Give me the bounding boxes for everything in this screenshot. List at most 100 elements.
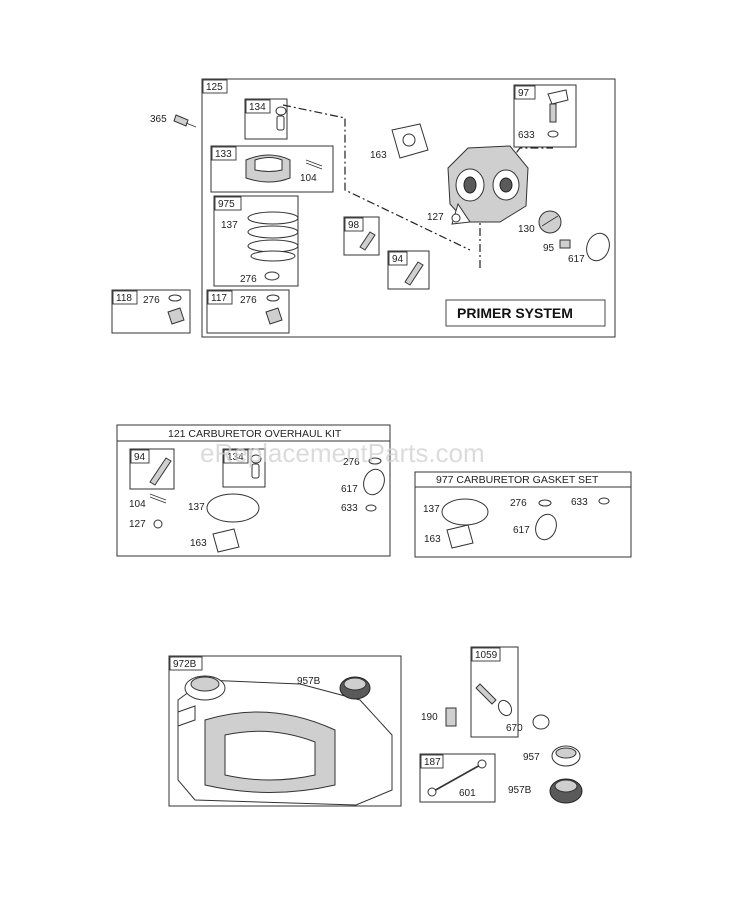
tag-134-box xyxy=(245,99,271,114)
label-104[interactable]: 104 xyxy=(300,173,317,184)
set-carb-gasket-part xyxy=(446,524,474,549)
set-label-633[interactable]: 633 xyxy=(571,497,588,508)
set-label-163[interactable]: 163 xyxy=(424,534,441,545)
label-133[interactable]: 133 xyxy=(215,149,232,160)
kit-box-134 xyxy=(222,448,266,488)
label-187[interactable]: 187 xyxy=(424,757,441,768)
tag-133-box xyxy=(211,146,237,161)
float-pin-part xyxy=(305,159,323,170)
label-94[interactable]: 94 xyxy=(392,254,404,265)
kit-bulb-part xyxy=(250,454,262,479)
tag-94-box xyxy=(388,251,408,266)
screw-98-part xyxy=(359,231,376,251)
kit-washer-part xyxy=(365,504,377,512)
bowl-130-part xyxy=(538,210,562,234)
label-601[interactable]: 601 xyxy=(459,788,476,799)
label-957b-a[interactable]: 957B xyxy=(297,676,321,687)
kit-label-633[interactable]: 633 xyxy=(341,503,358,514)
kit-pin-part xyxy=(149,493,167,504)
tag-117-box xyxy=(207,290,233,305)
label-972b[interactable]: 972B xyxy=(173,659,197,670)
kit-label-127[interactable]: 127 xyxy=(129,519,146,530)
kit-plug-part xyxy=(153,519,163,529)
kit-label-276[interactable]: 276 xyxy=(343,457,360,468)
set-label-617[interactable]: 617 xyxy=(513,525,530,536)
label-617[interactable]: 617 xyxy=(568,254,585,265)
tag-98-box xyxy=(344,217,364,232)
carburetor-body-part xyxy=(447,145,529,225)
label-957b-b[interactable]: 957B xyxy=(508,785,532,796)
fuel-line-187-part xyxy=(427,759,487,797)
kit-label-104[interactable]: 104 xyxy=(129,499,146,510)
label-97[interactable]: 97 xyxy=(518,88,530,99)
tag-125-box xyxy=(202,79,228,94)
kit-oring-part xyxy=(363,468,385,496)
float-part xyxy=(245,154,291,183)
label-670[interactable]: 670 xyxy=(506,723,523,734)
tag-1059 xyxy=(471,647,501,662)
kit-screw-94-part xyxy=(149,457,172,486)
plug-127-part xyxy=(451,213,461,223)
box-187 xyxy=(419,753,496,803)
screw-365-part xyxy=(173,114,197,128)
gasket-set-section: 977 CARBURETOR GASKET SET 137 276 633 16… xyxy=(414,471,632,558)
box-975 xyxy=(213,195,299,287)
tag-187 xyxy=(420,754,444,769)
primer-system-title: PRIMER SYSTEM xyxy=(457,305,573,321)
valve-1059-part xyxy=(475,683,513,717)
box-133 xyxy=(210,145,334,193)
primer-system-section: 125 134 133 104 975 137 xyxy=(111,78,616,338)
overhaul-kit-title: 121 CARBURETOR OVERHAUL KIT xyxy=(168,428,342,440)
primer-bulb-part xyxy=(275,106,287,131)
label-633[interactable]: 633 xyxy=(518,130,535,141)
label-137[interactable]: 137 xyxy=(221,220,238,231)
label-118[interactable]: 118 xyxy=(116,293,132,304)
kit-label-617[interactable]: 617 xyxy=(341,484,358,495)
label-127[interactable]: 127 xyxy=(427,212,444,223)
label-957[interactable]: 957 xyxy=(523,752,540,763)
kit-seal-part xyxy=(368,457,382,465)
carb-gasket-part xyxy=(391,123,429,159)
label-1059[interactable]: 1059 xyxy=(475,650,498,661)
label-276-kit[interactable]: 276 xyxy=(240,274,257,285)
label-276-118[interactable]: 276 xyxy=(143,295,160,306)
set-label-137[interactable]: 137 xyxy=(423,504,440,515)
gasket-rings-part xyxy=(247,211,299,262)
nut-95-part xyxy=(559,239,571,249)
label-365[interactable]: 365 xyxy=(150,114,167,125)
kit-label-134[interactable]: 134 xyxy=(227,452,244,463)
set-seal-part xyxy=(538,499,552,507)
label-98[interactable]: 98 xyxy=(348,220,360,231)
label-130[interactable]: 130 xyxy=(518,224,535,235)
label-134[interactable]: 134 xyxy=(249,102,266,113)
box-98 xyxy=(343,216,380,256)
gasket-set-title: 977 CARBURETOR GASKET SET xyxy=(436,474,599,486)
label-190[interactable]: 190 xyxy=(421,712,438,723)
fuel-tank-part xyxy=(177,675,393,806)
kit-label-94[interactable]: 94 xyxy=(134,452,146,463)
set-label-276[interactable]: 276 xyxy=(510,498,527,509)
label-95[interactable]: 95 xyxy=(543,243,555,254)
oring-617-part xyxy=(586,232,610,262)
box-97 xyxy=(513,84,577,148)
primer-system-frame xyxy=(201,78,616,338)
kit-label-137[interactable]: 137 xyxy=(188,502,205,513)
kit-box-94 xyxy=(129,448,175,490)
label-117[interactable]: 117 xyxy=(211,293,227,304)
kit-label-163[interactable]: 163 xyxy=(190,538,207,549)
label-975[interactable]: 975 xyxy=(218,199,235,210)
fitting-97-part xyxy=(547,89,569,138)
kit-carb-gasket-part xyxy=(212,528,240,553)
gasket-set-frame xyxy=(414,471,632,558)
set-oring-part xyxy=(535,513,557,541)
label-163[interactable]: 163 xyxy=(370,150,387,161)
screw-94-part xyxy=(404,261,424,286)
kit-gasket-ring-part xyxy=(206,493,260,523)
fuel-cap-957b-b-part xyxy=(549,778,583,804)
label-276-117[interactable]: 276 xyxy=(240,295,257,306)
label-125[interactable]: 125 xyxy=(206,82,223,93)
box-134 xyxy=(244,98,288,140)
primer-title-box xyxy=(445,299,606,327)
watermark: eReplacementParts.com xyxy=(200,438,485,468)
